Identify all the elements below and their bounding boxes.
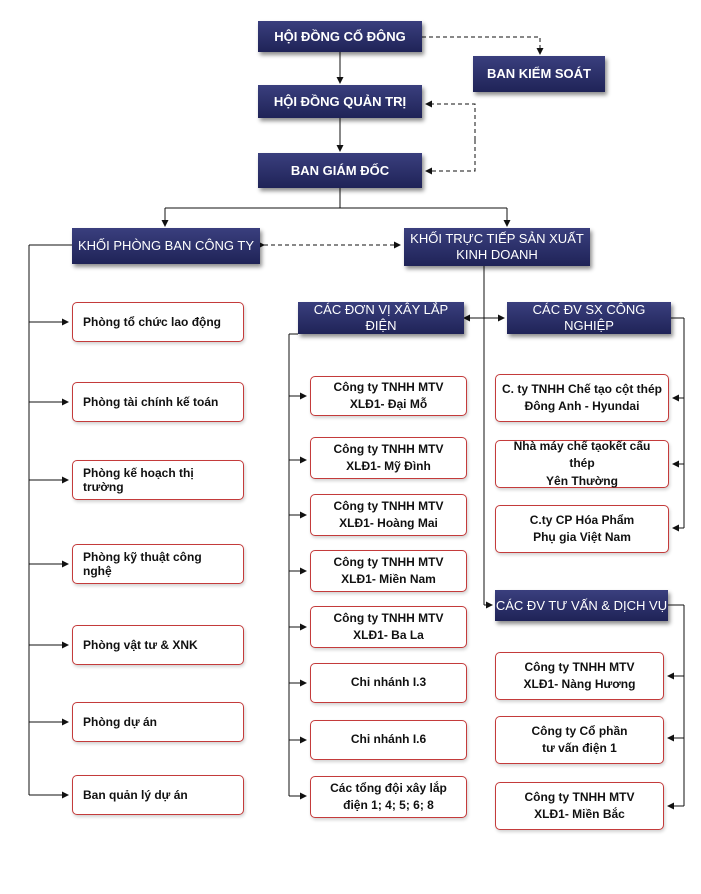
industrial-unit-label: Nhà máy chế tạokết cấu thép Yên Thường <box>513 438 651 488</box>
node-consulting-group-label: CÁC ĐV TƯ VẤN & DỊCH VỤ <box>495 597 668 613</box>
node-production-block: KHỐI TRỰC TIẾP SẢN XUẤT KINH DOANH <box>404 228 590 266</box>
department-box: Phòng kỹ thuật công nghệ <box>72 544 244 584</box>
construction-unit-box: Công ty TNHH MTV XLĐ1- Mỹ Đình <box>310 437 467 479</box>
node-office-block: KHỐI PHÒNG BAN CÔNG TY <box>72 228 260 264</box>
consulting-unit-box: Công ty Cổ phần tư vấn điện 1 <box>495 716 664 764</box>
construction-unit-label: Các tổng đội xây lắp điện 1; 4; 5; 6; 8 <box>330 780 447 812</box>
department-label: Phòng kế hoạch thị trường <box>83 466 194 494</box>
industrial-unit-box: Nhà máy chế tạokết cấu thép Yên Thường <box>495 438 669 488</box>
consulting-unit-label: Công ty Cổ phần tư vấn điện 1 <box>531 723 628 755</box>
industrial-unit-label: C. ty TNHH Chế tạo cột thép Đông Anh - H… <box>502 381 663 413</box>
node-supervisory: BAN KIỂM SOÁT <box>473 56 605 92</box>
department-label: Ban quản lý dự án <box>83 788 188 802</box>
node-board-label: HỘI ĐỒNG QUẢN TRỊ <box>273 93 407 109</box>
department-box: Ban quản lý dự án <box>72 775 244 815</box>
node-industrial-group: CÁC ĐV SX CÔNG NGHIỆP <box>507 302 671 334</box>
construction-unit-label: Công ty TNHH MTV XLĐ1- Miền Nam <box>333 554 444 586</box>
node-construction-group: CÁC ĐƠN VỊ XÂY LẮP ĐIỆN <box>298 302 464 334</box>
construction-unit-box: Công ty TNHH MTV XLĐ1- Ba La <box>310 606 467 648</box>
construction-unit-box: Công ty TNHH MTV XLĐ1- Đại Mỗ <box>310 376 467 416</box>
department-box: Phòng dự án <box>72 702 244 742</box>
consulting-unit-box: Công ty TNHH MTV XLĐ1- Nàng Hương <box>495 652 664 700</box>
construction-unit-box: Các tổng đội xây lắp điện 1; 4; 5; 6; 8 <box>310 776 467 818</box>
department-box: Phòng kế hoạch thị trường <box>72 460 244 500</box>
industrial-unit-label: C.ty CP Hóa Phẩm Phụ gia Việt Nam <box>529 512 635 544</box>
department-box: Phòng tổ chức lao động <box>72 302 244 342</box>
node-construction-group-label: CÁC ĐƠN VỊ XÂY LẮP ĐIỆN <box>313 302 449 333</box>
node-directors-label: BAN GIÁM ĐỐC <box>290 162 390 178</box>
department-label: Phòng tài chính kế toán <box>83 395 219 409</box>
consulting-unit-label: Công ty TNHH MTV XLĐ1- Nàng Hương <box>523 659 636 691</box>
department-box: Phòng vật tư & XNK <box>72 625 244 665</box>
node-shareholders-label: HỘI ĐỒNG CỔ ĐÔNG <box>274 28 406 44</box>
construction-unit-label: Công ty TNHH MTV XLĐ1- Mỹ Đình <box>333 441 444 473</box>
construction-unit-box: Công ty TNHH MTV XLĐ1- Miền Nam <box>310 550 467 592</box>
node-supervisory-label: BAN KIỂM SOÁT <box>487 66 591 82</box>
construction-unit-box: Chi nhánh I.3 <box>310 663 467 703</box>
node-production-block-label: KHỐI TRỰC TIẾP SẢN XUẤT KINH DOANH <box>410 231 584 262</box>
node-consulting-group: CÁC ĐV TƯ VẤN & DỊCH VỤ <box>495 590 668 621</box>
consulting-unit-label: Công ty TNHH MTV XLĐ1- Miền Bắc <box>524 789 635 821</box>
department-label: Phòng dự án <box>83 715 158 729</box>
department-label: Phòng vật tư & XNK <box>83 638 198 652</box>
node-office-block-label: KHỐI PHÒNG BAN CÔNG TY <box>77 238 254 254</box>
industrial-unit-box: C. ty TNHH Chế tạo cột thép Đông Anh - H… <box>495 374 669 422</box>
construction-unit-label: Công ty TNHH MTV XLĐ1- Ba La <box>333 610 444 642</box>
node-industrial-group-label: CÁC ĐV SX CÔNG NGHIỆP <box>532 302 646 333</box>
construction-unit-label: Công ty TNHH MTV XLĐ1- Đại Mỗ <box>333 379 444 411</box>
construction-unit-box: Chi nhánh I.6 <box>310 720 467 760</box>
node-directors: BAN GIÁM ĐỐC <box>258 153 422 188</box>
department-label: Phòng kỹ thuật công nghệ <box>83 550 202 578</box>
industrial-unit-box: C.ty CP Hóa Phẩm Phụ gia Việt Nam <box>495 505 669 553</box>
construction-unit-label: Chi nhánh I.3 <box>350 675 427 690</box>
node-shareholders: HỘI ĐỒNG CỔ ĐÔNG <box>258 21 422 52</box>
department-label: Phòng tổ chức lao động <box>83 315 222 329</box>
construction-unit-label: Chi nhánh I.6 <box>350 732 427 747</box>
construction-unit-box: Công ty TNHH MTV XLĐ1- Hoàng Mai <box>310 494 467 536</box>
department-box: Phòng tài chính kế toán <box>72 382 244 422</box>
consulting-unit-box: Công ty TNHH MTV XLĐ1- Miền Bắc <box>495 782 664 830</box>
node-board: HỘI ĐỒNG QUẢN TRỊ <box>258 85 422 118</box>
construction-unit-label: Công ty TNHH MTV XLĐ1- Hoàng Mai <box>333 498 444 530</box>
